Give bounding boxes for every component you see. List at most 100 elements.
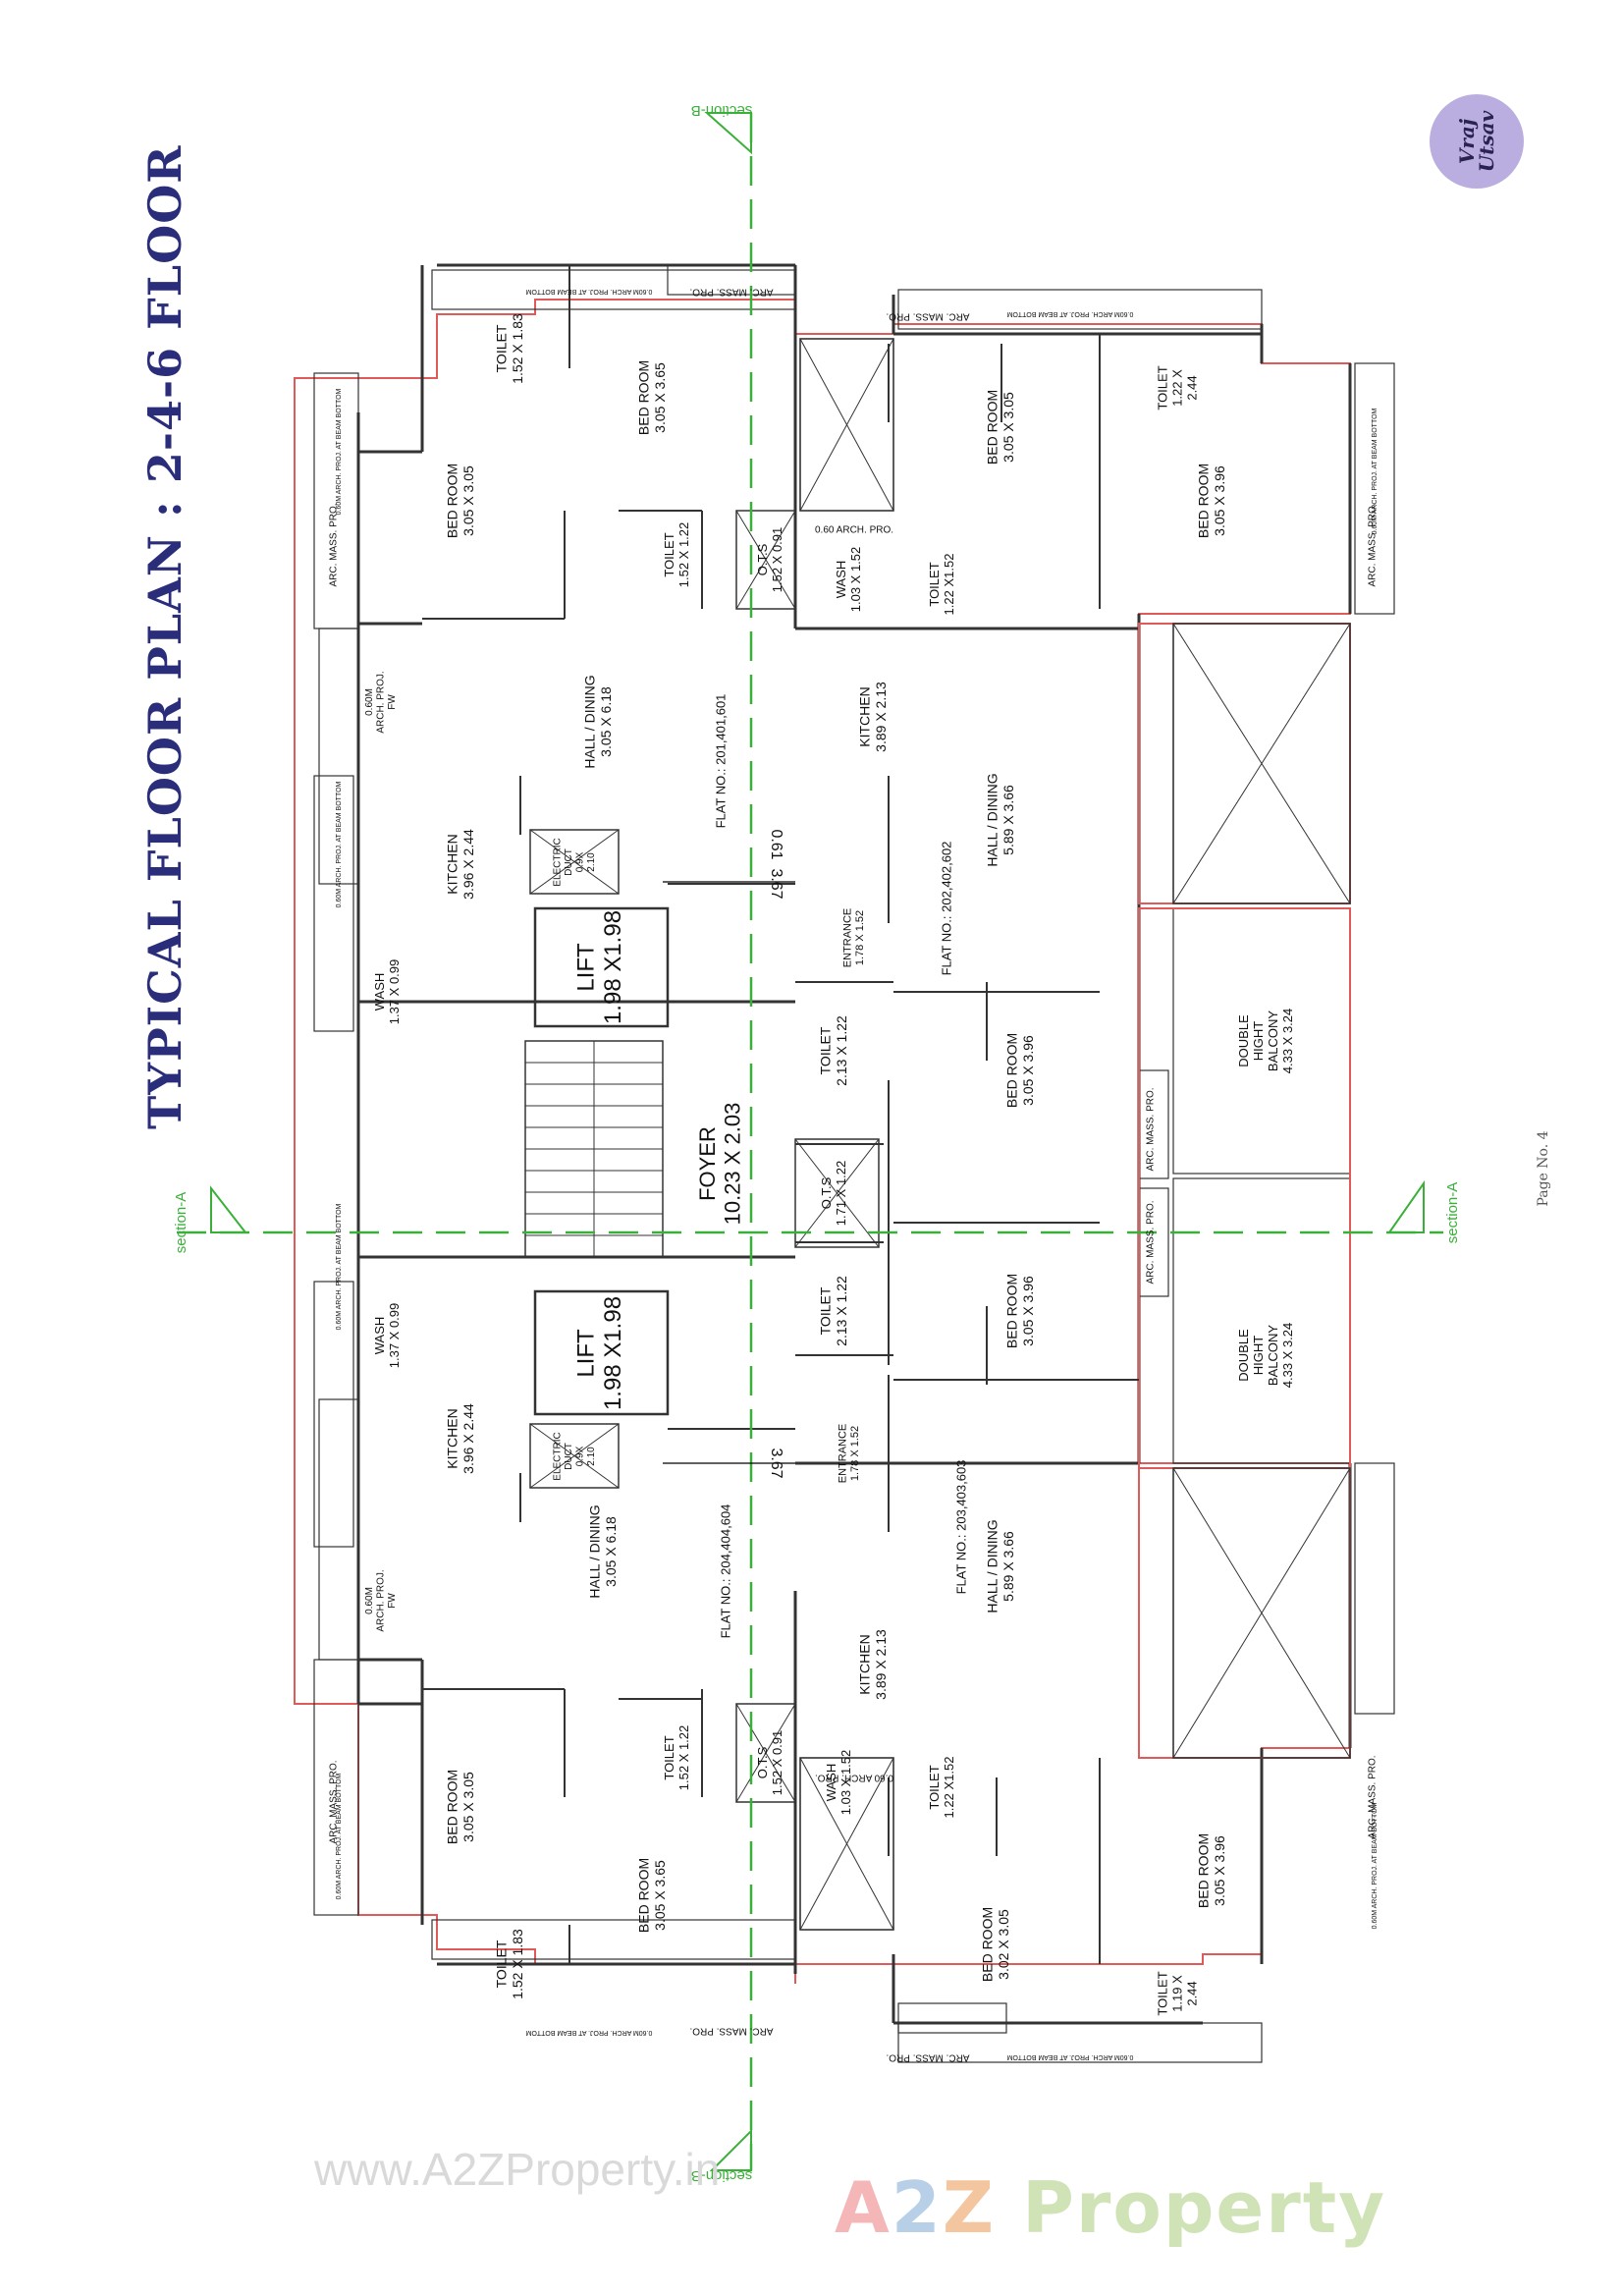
balcony-2-label-line: 4.33 X 3.24 <box>1280 1323 1295 1389</box>
lift-label-line: LIFT <box>573 943 600 992</box>
arc-mass-pro-label: ARC. MASS. PRO. <box>886 310 969 321</box>
ots-box-cross <box>794 1138 880 1248</box>
electric-duct-label-line: ELECTRIC <box>552 838 563 886</box>
projection-frame <box>897 2002 1007 2034</box>
wash-2-label-line: WASH <box>372 1317 387 1355</box>
wash-1-label-line: 1.37 X 0.99 <box>387 959 402 1025</box>
bedroom-7-label-line: BED ROOM <box>1004 1033 1020 1108</box>
beam-note-label-line: 0.60M ARCH. PROJ. AT BEAM BOTTOM <box>336 388 343 515</box>
lift-label-line: LIFT <box>573 1329 600 1378</box>
flat-3-label: FLAT NO.: 202,402,602 <box>939 842 953 976</box>
beam-note-label-line: 0.60M ARCH. PROJ. AT BEAM BOTTOM <box>1006 310 1133 317</box>
balcony-1-label-line: HIGHT <box>1251 1021 1266 1062</box>
section-a-marker-left <box>210 1185 248 1233</box>
foyer-label-line: 10.23 X 2.03 <box>720 1103 744 1226</box>
watermark-brand: A2Z Property <box>835 2166 1386 2249</box>
vraj-utsav-logo: Vraj Utsav <box>1430 94 1524 189</box>
bedroom-9-label-line: BED ROOM <box>1196 1833 1212 1908</box>
wash-2-label-line: 1.37 X 0.99 <box>387 1303 402 1369</box>
toilet-10-label-line: TOILET <box>1155 1971 1169 2015</box>
ots-box <box>735 1703 796 1803</box>
beam-note-label-line: 0.60M ARCH. PROJ. AT BEAM BOTTOM <box>525 288 652 295</box>
kitchen-3-label-line: 3.89 X 2.13 <box>873 682 889 752</box>
beam-note-label-line: 0.60M ARCH. PROJ. AT BEAM BOTTOM <box>336 1203 343 1330</box>
bedroom-4-label-line: 3.05 X 3.65 <box>652 1860 668 1931</box>
electric-duct-label-line: 0.9X <box>574 851 585 872</box>
toilet-2-label-line: 1.52 X 1.22 <box>676 522 691 588</box>
ots-3-label-line: O.T.S <box>819 1176 834 1209</box>
electric-duct-label-line: ELECTRIC <box>552 1432 563 1480</box>
projection-frame <box>313 1281 354 1548</box>
toilet-3-label-line: 1.52 X 1.22 <box>676 1725 691 1791</box>
flat-4-label-line: FLAT NO.: 203,403,603 <box>953 1460 968 1595</box>
kitchen-1-label-line: KITCHEN <box>445 834 460 894</box>
dimension-label: 3.67 <box>768 1448 784 1478</box>
bedroom-2-label-line: BED ROOM <box>445 464 460 538</box>
projection-frame <box>1172 1177 1351 1464</box>
bedroom-3-label-line: BED ROOM <box>445 1770 460 1844</box>
bedroom-1-label-line: BED ROOM <box>636 360 652 435</box>
section-b-label-line: section-B <box>691 102 753 119</box>
arc-mass-pro-label-line: ARC. MASS. PRO. <box>1368 503 1379 586</box>
beam-note-label-line: 0.60M ARCH. PROJ. AT BEAM BOTTOM <box>336 781 343 907</box>
wash-1-label-line: WASH <box>372 973 387 1011</box>
toilet-6-label-line: 1.22 X1.52 <box>942 554 956 616</box>
beam-note-label: 0.60M ARCH. PROJ. AT BEAM BOTTOM <box>336 1773 343 1899</box>
bedroom-5-label-line: 3.05 X 3.05 <box>1000 392 1016 463</box>
flat-1-label: FLAT NO.: 201,401,601 <box>713 694 728 829</box>
projection-frame <box>897 2022 1263 2063</box>
toilet-3-label-line: TOILET <box>662 1735 676 1779</box>
dimension-label: 0.61 <box>768 829 784 859</box>
electric-duct-label-line: 2.10 <box>586 852 597 872</box>
wash-3-label-line: WASH <box>834 561 848 599</box>
arc-mass-pro-label: ARC. MASS. PRO. <box>886 2051 969 2062</box>
void-box <box>799 338 894 512</box>
kitchen-4-label-line: 3.89 X 2.13 <box>873 1629 889 1700</box>
toilet-7-label-line: TOILET <box>818 1026 834 1074</box>
projection-frame <box>313 775 354 1032</box>
beam-note-label-line: 0.60M ARCH. PROJ. AT BEAM BOTTOM <box>336 1773 343 1899</box>
beam-note-label-line: 0.60M ARCH. PROJ. AT BEAM BOTTOM <box>525 2029 652 2036</box>
arch-proj-fw-label-line: ARCH. PROJ. <box>376 671 387 733</box>
toilet-10-label-line: 2.44 <box>1184 1981 1199 2005</box>
toilet-5-label-line: 1.22 X <box>1169 369 1184 407</box>
beam-note-label: 0.60M ARCH. PROJ. AT BEAM BOTTOM <box>336 1203 343 1330</box>
bedroom-3-label-line: 3.05 X 3.05 <box>460 1772 476 1842</box>
red-outline-box <box>1138 1467 1351 1759</box>
wash-4-label-line: 1.03 X 1.52 <box>838 1750 853 1816</box>
arc-mass-pro-label: ARC. MASS. PRO. <box>1146 1200 1157 1284</box>
electric-duct-label-line: DUCT <box>564 848 574 876</box>
kitchen-2-label-line: 3.96 X 2.44 <box>460 1403 476 1474</box>
lift-shaft <box>533 1289 670 1416</box>
hall-3-label-line: 5.89 X 3.66 <box>1000 785 1016 855</box>
bedroom-6-label-line: 3.05 X 3.96 <box>1212 465 1227 536</box>
ots-3-label-line: 1.71 X 1.22 <box>834 1161 848 1227</box>
beam-note-label: 0.60M ARCH. PROJ. AT BEAM BOTTOM <box>1372 408 1379 534</box>
balcony-1-label-line: BALCONY <box>1266 1011 1280 1071</box>
building-outline <box>294 299 1351 1984</box>
ots-box <box>794 1138 880 1248</box>
lift-label-line: 1.98 X1.98 <box>600 910 626 1024</box>
toilet-4-label-line: TOILET <box>494 1940 510 1988</box>
balcony-2-label-line: HIGHT <box>1251 1336 1266 1376</box>
beam-note-label: 0.60M ARCH. PROJ. AT BEAM BOTTOM <box>525 288 652 295</box>
projection-frame <box>897 289 1263 330</box>
flat-2-label-line: FLAT NO.: 204,404,604 <box>718 1504 732 1639</box>
